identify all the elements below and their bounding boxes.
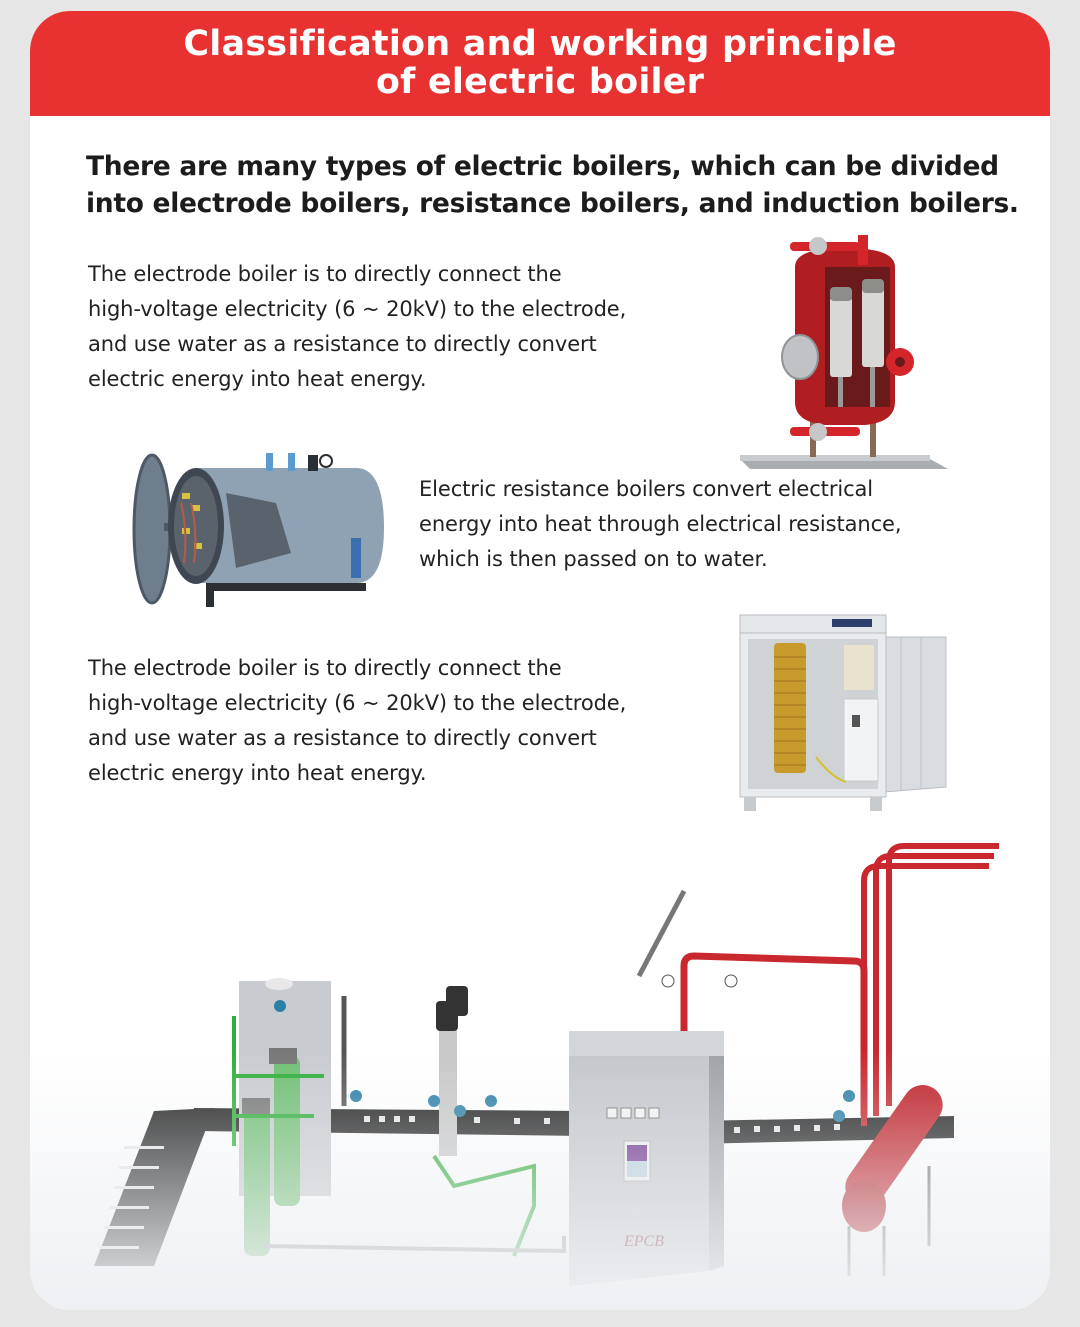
intro-line-2: into electrode boilers, resistance boile… — [86, 188, 1019, 219]
intro-heading: There are many types of electric boilers… — [86, 148, 1026, 222]
brand-label: EPCB — [623, 1233, 664, 1250]
resistance-boiler-description: Electric resistance boilers convert elec… — [419, 472, 902, 577]
electrode-boiler-image — [740, 235, 948, 469]
text-line: high-voltage electricity (6 ~ 20kV) to t… — [88, 691, 627, 715]
title-line-2: of electric boiler — [375, 62, 705, 102]
text-line: The electrode boiler is to directly conn… — [88, 262, 562, 286]
text-line: energy into heat through electrical resi… — [419, 512, 902, 536]
text-line: which is then passed on to water. — [419, 547, 768, 571]
text-line: electric energy into heat energy. — [88, 761, 427, 785]
induction-boiler-image — [739, 614, 947, 811]
text-line: and use water as a resistance to directl… — [88, 332, 597, 356]
electrode-boiler-description: The electrode boiler is to directly conn… — [88, 257, 626, 397]
title-line-1: Classification and working principle — [183, 24, 897, 64]
text-line: Electric resistance boilers convert elec… — [419, 477, 874, 501]
text-line: electric energy into heat energy. — [88, 367, 427, 391]
page-title: Classification and working principle of … — [30, 11, 1050, 101]
text-line: and use water as a resistance to directl… — [88, 726, 597, 750]
induction-boiler-description: The electrode boiler is to directly conn… — [88, 651, 626, 791]
resistance-boiler-image — [132, 453, 384, 607]
title-banner: Classification and working principle of … — [30, 11, 1050, 116]
content-card: Classification and working principle of … — [30, 11, 1050, 1310]
text-line: high-voltage electricity (6 ~ 20kV) to t… — [88, 297, 627, 321]
boiler-system-layout-image: EPCB — [94, 843, 999, 1286]
intro-line-1: There are many types of electric boilers… — [86, 151, 999, 182]
text-line: The electrode boiler is to directly conn… — [88, 656, 562, 680]
